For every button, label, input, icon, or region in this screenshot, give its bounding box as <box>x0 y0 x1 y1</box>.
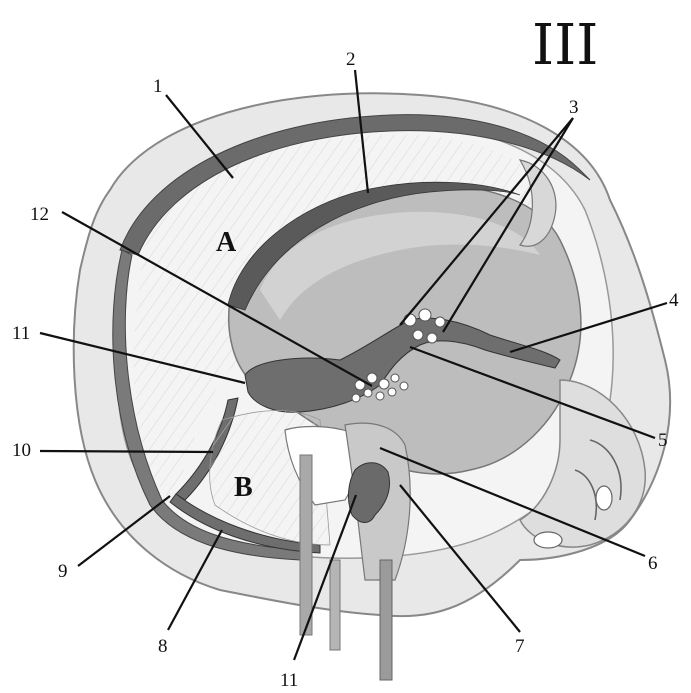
callout-11-lower: 11 <box>280 670 298 691</box>
vertebral-vessel-left <box>300 455 312 635</box>
callout-10: 10 <box>12 440 31 461</box>
callout-6: 6 <box>648 553 658 574</box>
callout-7: 7 <box>515 636 525 657</box>
callout-3: 3 <box>569 97 579 118</box>
callout-12: 12 <box>30 204 49 225</box>
region-label-b: B <box>234 472 253 503</box>
vertebral-vessel-right <box>380 560 392 680</box>
callout-5: 5 <box>658 430 668 451</box>
callout-1: 1 <box>153 76 163 97</box>
callout-8: 8 <box>158 636 168 657</box>
region-label-a: A <box>216 227 237 258</box>
figure-title: III <box>532 13 598 78</box>
leader-10 <box>40 451 213 452</box>
callout-9: 9 <box>58 561 68 582</box>
vertebral-vessel-mid <box>330 560 340 650</box>
callout-4: 4 <box>669 290 679 311</box>
callout-2: 2 <box>346 49 356 70</box>
callout-11-upper: 11 <box>12 323 30 344</box>
skull-foramen-1 <box>534 532 562 548</box>
skull-foramen-2 <box>596 486 612 510</box>
